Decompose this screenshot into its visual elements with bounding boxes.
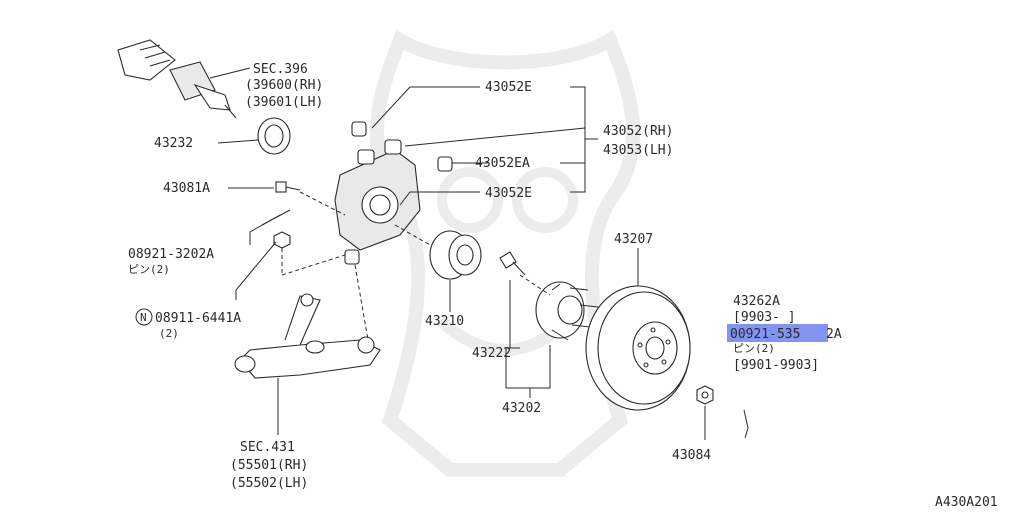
label-43084: 43084 [672,448,711,463]
label-range-9903: [9903- ] [733,310,796,325]
label-08911-6441A: 08911-6441A [155,311,241,326]
bolt-43081A [275,181,301,193]
label-range-9901-9903: [9901-9903] [733,358,819,373]
label-08921-3202A: 08921-3202A [128,247,214,262]
label-43052E-top: 43052E [485,80,532,95]
knuckle-43052 [334,121,453,265]
label-qty2: (2) [159,327,179,340]
pin-43262A [743,409,749,439]
label-43210: 43210 [425,314,464,329]
highlight-00921-5352A [727,324,828,342]
label-diagram-id: A430A201 [935,495,998,510]
label-43052E-bottom: 43052E [485,186,532,201]
label-sec396-rh: (39600(RH) [245,78,323,93]
label-43081A: 43081A [163,181,210,196]
seal-43232 [257,117,291,155]
watermark-eye-right [512,167,578,233]
label-43232: 43232 [154,136,193,151]
label-43053-lh: 43053(LH) [603,143,673,158]
label-sec431-lh: (55502(LH) [230,476,308,491]
label-pin2-a: ピン(2) [128,263,170,276]
label-43202: 43202 [502,401,541,416]
part-labels: SEC.396 (39600(RH) (39601(LH) 43232 4305… [128,62,998,510]
n-circle-symbol [135,308,153,326]
label-sec396: SEC.396 [253,62,308,77]
label-43207: 43207 [614,232,653,247]
watermark-eye-left [437,167,503,233]
label-43262A: 43262A [733,294,780,309]
dashed-guides [281,191,551,341]
label-43052EA: 43052EA [475,156,530,171]
label-pin2-b: ピン(2) [733,342,775,355]
leader-lines [209,67,706,440]
hub-43202 [499,251,599,341]
label-n-circle: N [140,311,147,324]
rotor-43207 [585,285,691,411]
label-sec431-rh: (55501(RH) [230,458,308,473]
label-sec396-lh: (39601(LH) [245,95,323,110]
label-43052-rh: 43052(RH) [603,124,673,139]
nut-08911 [273,231,291,249]
bearing-43210 [429,230,482,280]
nut-43084 [696,385,714,405]
label-00921-5352A-suffix: 2A [826,327,842,342]
label-sec431: SEC.431 [240,440,295,455]
lower-arm-sec431 [234,293,381,379]
drive-shaft [117,39,237,119]
label-43222: 43222 [472,346,511,361]
label-00921-5352A[interactable]: 00921-535 [730,327,800,342]
